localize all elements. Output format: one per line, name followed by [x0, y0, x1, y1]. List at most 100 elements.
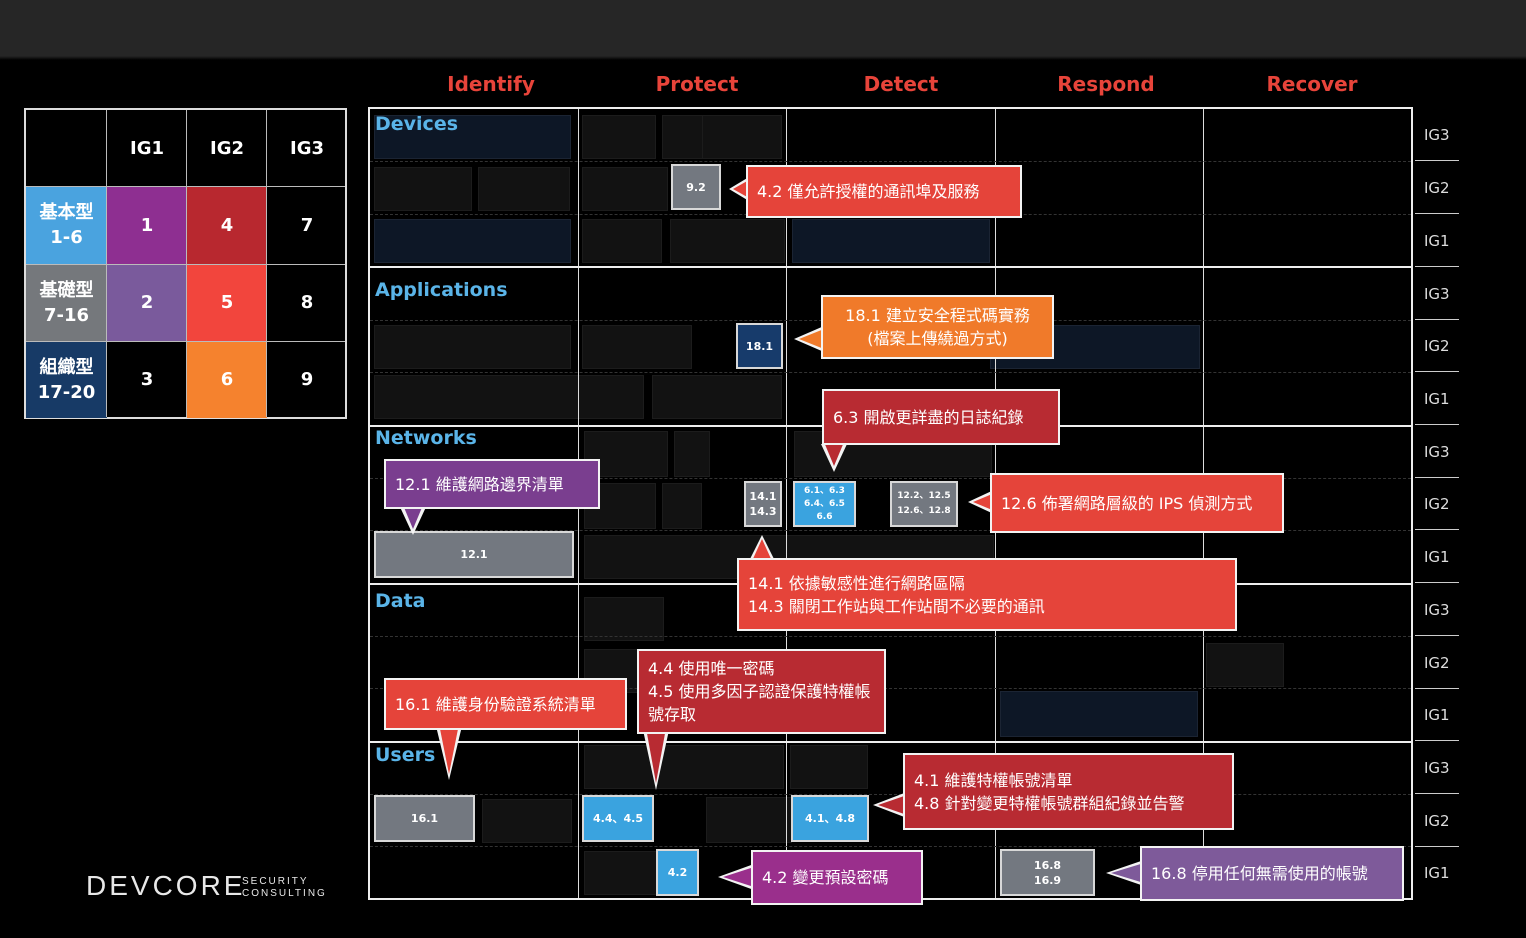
callout-text: 4.2 變更預設密碼 [762, 868, 889, 887]
callout-text: 4.8 針對變更特權帳號群組紀錄並告警 [914, 793, 1185, 813]
faded-control-box [790, 745, 868, 789]
callout-pointer [824, 442, 844, 466]
legend-cell-4: 4 [187, 186, 267, 264]
faded-control-box [374, 375, 644, 419]
column-divider [786, 109, 787, 898]
callout-text: 16.1 維護身份驗證系統清單 [395, 694, 596, 714]
faded-control-box [374, 115, 571, 159]
callout-pointer [646, 728, 666, 783]
faded-control-box [582, 167, 668, 211]
faded-control-box [584, 851, 664, 895]
callout-pointer [723, 867, 754, 887]
ig-row-label: IG2 [1424, 812, 1450, 830]
faded-control-box [584, 597, 664, 641]
faded-control-box [662, 483, 702, 529]
row-divider [370, 372, 1411, 373]
row-divider [370, 161, 1411, 162]
faded-control-box [582, 325, 692, 369]
ig-row-label: IG2 [1424, 654, 1450, 672]
faded-control-box [374, 325, 571, 369]
legend-row-basic-name: 基本型 [39, 202, 94, 223]
faded-control-box [652, 375, 782, 419]
row-divider [370, 530, 1411, 531]
control-box-line: 6.1、6.3 [804, 485, 845, 496]
callout-4-4-4-5: 4.4 使用唯一密碼 4.5 使用多因子認證保護特權帳 號存取 [637, 649, 886, 734]
callout-pointer [439, 724, 459, 774]
faded-control-box [582, 115, 656, 159]
callout-text: 12.1 維護網路邊界清單 [395, 474, 564, 494]
callout-4-2-password: 4.2 變更預設密碼 [751, 850, 923, 905]
legend-divider [26, 186, 345, 187]
control-box-16-8-16-9: 16.8 16.9 [1000, 849, 1095, 896]
ig-row-label: IG3 [1424, 126, 1450, 144]
legend-cell-2: 2 [107, 264, 187, 341]
callout-18-1: 18.1 建立安全程式碼實務 (檔案上傳繞過方式) [821, 295, 1054, 359]
callout-text: (檔案上傳繞過方式) [867, 329, 1008, 348]
ig-row-label: IG2 [1424, 337, 1450, 355]
callout-12-1: 12.1 維護網路邊界清單 [384, 459, 600, 509]
callout-text: 4.1 維護特權帳號清單 [914, 770, 1073, 790]
callout-pointer [733, 180, 749, 198]
ig-legend-table: IG1 IG2 IG3 基本型 1-6 基礎型 7-16 組織型 17-20 1… [24, 108, 347, 419]
section-networks: Networks [375, 427, 477, 449]
ig-row-label: IG1 [1424, 390, 1450, 408]
callout-14-1-14-3: 14.1 依據敏感性進行網路區隔 14.3 關閉工作站與工作站間不必要的通訊 [737, 558, 1237, 631]
legend-cell-5: 5 [187, 264, 267, 341]
callout-4-2-ports: 4.2 僅允許授權的通訊埠及服務 [746, 165, 1022, 218]
ig-row-label: IG3 [1424, 601, 1450, 619]
row-divider [370, 636, 1411, 637]
legend-divider [26, 341, 345, 342]
control-box-line: 12.2、12.5 [897, 491, 951, 501]
control-box-18-1: 18.1 [736, 323, 783, 369]
callout-text: 12.6 佈署網路層級的 IPS 偵測方式 [1001, 493, 1253, 513]
callout-16-1: 16.1 維護身份驗證系統清單 [384, 678, 627, 730]
control-box-line: 6.6 [816, 511, 833, 522]
faded-control-box [702, 115, 782, 159]
ig-row-separator [1415, 582, 1459, 583]
ig-row-label: IG1 [1424, 548, 1450, 566]
callout-text: 4.4 使用唯一密碼 [648, 659, 775, 678]
column-identify: Identify [447, 72, 535, 96]
callout-pointer [1111, 863, 1144, 883]
logo-sub-line: SECURITY [242, 876, 309, 887]
faded-control-box [582, 219, 662, 263]
section-users: Users [375, 744, 436, 766]
callout-text: 16.8 停用任何無需使用的帳號 [1151, 864, 1368, 883]
ig-row-label: IG1 [1424, 232, 1450, 250]
control-box-4-4-4-5: 4.4、4.5 [582, 795, 654, 842]
faded-control-box [374, 167, 472, 211]
control-box-line: 12.6、12.8 [897, 506, 951, 516]
control-box-line: 14.1 [749, 490, 777, 503]
control-box-12-x: 12.2、12.5 12.6、12.8 [890, 481, 958, 527]
faded-control-box [1000, 691, 1198, 737]
legend-divider [106, 110, 107, 417]
ig-row-separator [1415, 424, 1459, 425]
legend-cell-9: 9 [300, 369, 314, 390]
ig-row-separator [1415, 371, 1459, 372]
legend-cell-8: 8 [300, 292, 314, 313]
ig-row-separator [1415, 529, 1459, 530]
faded-control-box [792, 219, 990, 263]
legend-row-organizational: 組織型 17-20 [26, 341, 107, 418]
row-divider [370, 846, 1411, 847]
control-box-4-1-4-8: 4.1、4.8 [791, 795, 869, 842]
callout-text: 號存取 [648, 705, 697, 724]
legend-cell-3: 3 [140, 369, 154, 390]
faded-control-box [482, 799, 572, 843]
ig-row-label: IG2 [1424, 179, 1450, 197]
faded-control-box [374, 219, 571, 263]
ig-row-separator [1415, 740, 1459, 741]
ig-row-label: IG1 [1424, 864, 1450, 882]
control-box-14-1-14-3: 14.1 14.3 [744, 481, 782, 527]
logo-sub-line: CONSULTING [242, 888, 327, 899]
column-detect: Detect [863, 72, 939, 96]
devcore-logo-subtitle: SECURITY CONSULTING [242, 876, 327, 900]
callout-text: 18.1 建立安全程式碼實務 [845, 306, 1030, 325]
control-box-16-1: 16.1 [374, 795, 475, 842]
legend-cell-1: 1 [107, 186, 187, 264]
row-divider [370, 478, 1411, 479]
control-box-4-2: 4.2 [656, 849, 699, 896]
legend-row-foundational-name: 基礎型 [39, 279, 94, 301]
control-box-line: 16.9 [1033, 873, 1062, 887]
ig-row-label: IG3 [1424, 443, 1450, 461]
